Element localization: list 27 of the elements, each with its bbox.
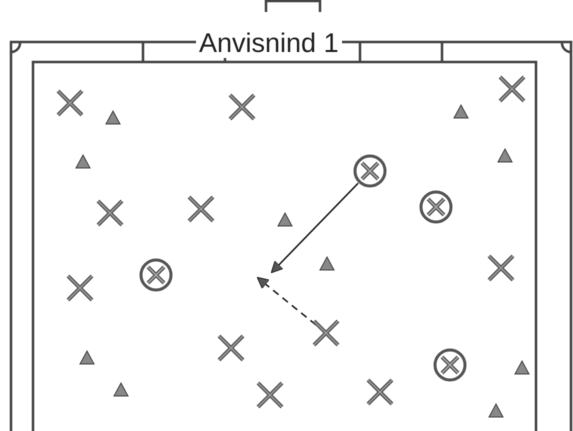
arrow	[270, 182, 359, 274]
player-cross-icon	[227, 92, 257, 122]
player-cross-icon	[216, 333, 246, 363]
circled-cross-icon	[139, 258, 173, 292]
player-cross-icon	[497, 74, 527, 104]
player-cross-icon	[311, 318, 341, 348]
cone-icon	[497, 147, 513, 163]
player-cross-icon	[65, 273, 95, 303]
cone-icon	[105, 109, 121, 125]
player-cross-icon	[486, 253, 516, 283]
player-cross-icon	[255, 380, 285, 410]
player-cross-icon	[365, 377, 395, 407]
cone-icon	[277, 211, 293, 227]
circled-cross-icon	[419, 190, 453, 224]
cone-icon	[453, 103, 469, 119]
dashed-arrow	[256, 276, 316, 326]
cone-icon	[319, 255, 335, 271]
cone-icon	[488, 402, 504, 418]
circled-cross-icon	[433, 348, 467, 382]
player-cross-icon	[55, 88, 85, 118]
player-cross-icon	[95, 198, 125, 228]
cone-icon	[79, 349, 95, 365]
player-cross-icon	[186, 194, 216, 224]
cone-icon	[514, 359, 530, 375]
circled-cross-icon	[353, 154, 387, 188]
cone-icon	[113, 381, 129, 397]
cone-icon	[75, 153, 91, 169]
